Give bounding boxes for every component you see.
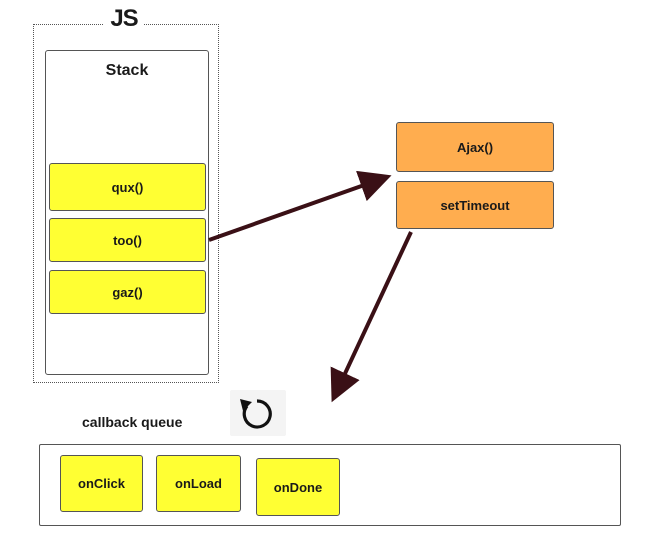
call-stack bbox=[45, 50, 209, 375]
call-stack-title: Stack bbox=[105, 62, 149, 79]
callback-queue bbox=[39, 444, 621, 526]
arrow-webapi-to-queue bbox=[330, 231, 413, 403]
stack-frame-qux: qux() bbox=[49, 163, 206, 211]
queue-item-onclick: onClick bbox=[60, 455, 143, 512]
stack-frame-too: too() bbox=[49, 218, 206, 262]
stack-frame-gaz: gaz() bbox=[49, 270, 206, 314]
web-api-settimeout: setTimeout bbox=[396, 181, 554, 229]
queue-item-onload: onLoad bbox=[156, 455, 241, 512]
queue-item-ondone: onDone bbox=[256, 458, 340, 516]
arrow-stack-to-webapi bbox=[208, 170, 392, 242]
js-runtime-title: JS bbox=[104, 4, 144, 34]
callback-queue-label: callback queue bbox=[82, 414, 183, 430]
refresh-icon bbox=[230, 390, 286, 436]
web-api-ajax: Ajax() bbox=[396, 122, 554, 172]
